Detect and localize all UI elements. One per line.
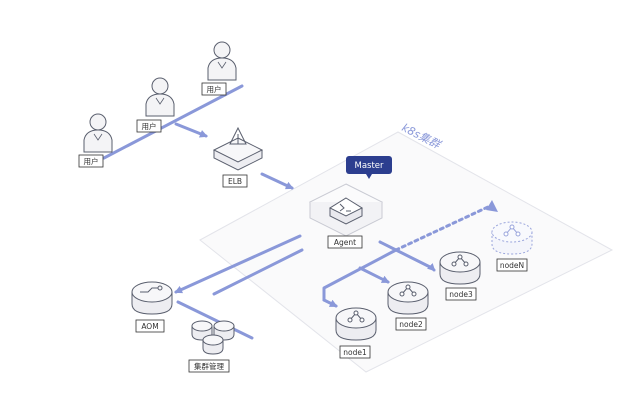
elb-node: ELB xyxy=(212,126,264,188)
node-graph-icon xyxy=(451,254,469,267)
node-graph-icon xyxy=(347,310,365,323)
node-1-label: node1 xyxy=(343,348,367,357)
node-n: nodeN xyxy=(491,221,533,272)
bus-to-node3 xyxy=(394,248,436,272)
user-person-icon xyxy=(207,41,237,81)
k8s-cluster-region xyxy=(199,131,614,373)
node-3-label: node3 xyxy=(449,290,473,299)
user-2-label: 用户 xyxy=(142,121,157,131)
user-3: 用户 xyxy=(201,41,237,96)
aom-return-line xyxy=(212,248,304,296)
node-graph-icon xyxy=(503,224,521,237)
master-badge: Master xyxy=(346,156,392,179)
dotted-to-noden xyxy=(394,204,492,252)
elb-label: ELB xyxy=(228,177,242,186)
user-3-label: 用户 xyxy=(207,84,222,94)
agent-to-aom-line xyxy=(174,234,302,294)
node-3: node3 xyxy=(439,251,481,301)
noden-arrowhead xyxy=(486,200,498,212)
aom-node: AOM xyxy=(131,281,173,333)
cluster-icon xyxy=(191,320,235,355)
node-graph-icon xyxy=(399,284,417,297)
master-node: Agent xyxy=(308,183,384,249)
monitoring-icon xyxy=(140,285,163,293)
user-link-line xyxy=(102,84,244,160)
user-2: 用户 xyxy=(136,77,175,133)
user-to-elb-line xyxy=(174,122,208,138)
agent-label: Agent xyxy=(334,238,356,247)
connection-lines xyxy=(102,84,492,340)
node-2-label: node2 xyxy=(399,320,423,329)
user-person-icon xyxy=(83,113,113,153)
node-1: node1 xyxy=(335,307,377,359)
bus-to-node2 xyxy=(358,266,390,284)
aom-label: AOM xyxy=(141,322,158,331)
agent-icon xyxy=(339,203,351,212)
user-1: 用户 xyxy=(78,113,113,168)
cluster-mgmt-label: 集群管理 xyxy=(194,361,224,371)
user-person-icon xyxy=(145,77,175,117)
user-1-label: 用户 xyxy=(84,156,99,166)
node-n-label: nodeN xyxy=(500,261,524,270)
cluster-mgmt-node: 集群管理 xyxy=(188,320,235,373)
bus-to-node1 xyxy=(322,298,338,308)
load-balancer-icon xyxy=(229,126,247,145)
aom-to-cluster-mgmt-line xyxy=(176,300,254,340)
node-2: node2 xyxy=(387,281,429,331)
elb-to-agent-line xyxy=(260,172,294,190)
master-badge-label: Master xyxy=(354,161,384,171)
